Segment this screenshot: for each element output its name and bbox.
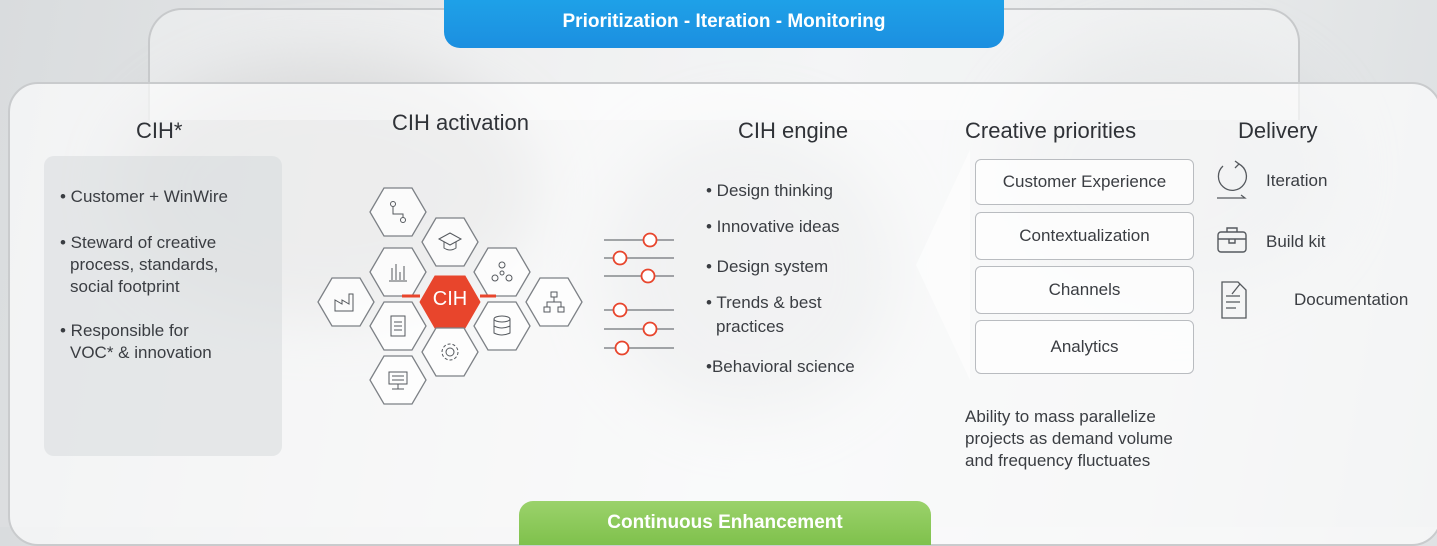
priorities-title: Creative priorities bbox=[965, 118, 1137, 143]
priorities-note-line: and frequency fluctuates bbox=[965, 451, 1151, 470]
hex-flow-icon bbox=[369, 187, 427, 237]
hex-cih-center bbox=[419, 275, 481, 329]
bottom-banner-label: Continuous Enhancement bbox=[607, 512, 843, 533]
delivery-title: Delivery bbox=[1238, 118, 1318, 143]
engine-bullet: • Trends & best bbox=[706, 293, 822, 312]
hex-database-icon bbox=[473, 301, 531, 351]
bottom-banner: Continuous Enhancement bbox=[519, 501, 931, 545]
engine-bullet: • Innovative ideas bbox=[706, 217, 840, 236]
top-banner: Prioritization - Iteration - Monitoring bbox=[444, 0, 1004, 48]
cih-bullet: • Steward of creative bbox=[60, 233, 217, 252]
hexagon-cluster bbox=[317, 187, 583, 405]
cycle-arrow-icon bbox=[1217, 160, 1248, 199]
document-edit-icon bbox=[1221, 281, 1247, 319]
cih-bullet: • Responsible for bbox=[60, 321, 189, 340]
cih-bullet: process, standards, bbox=[70, 255, 219, 274]
hex-document-icon bbox=[369, 301, 427, 351]
hex-network-icon bbox=[473, 247, 531, 297]
top-banner-label: Prioritization - Iteration - Monitoring bbox=[562, 11, 886, 32]
engine-bullet: •Behavioral science bbox=[706, 357, 855, 376]
engine-bullet: practices bbox=[716, 317, 785, 336]
priorities-note-line: projects as demand volume bbox=[965, 429, 1173, 448]
cih-bullet: social footprint bbox=[70, 277, 180, 296]
priority-item: Contextualization bbox=[975, 212, 1194, 260]
cih-panel bbox=[44, 156, 282, 456]
cih-center-label: CIH bbox=[432, 288, 468, 310]
hex-gear-icon bbox=[421, 327, 479, 377]
cih-title: CIH* bbox=[136, 118, 183, 143]
cih-bullet: VOC* & innovation bbox=[70, 343, 212, 362]
chevron-divider bbox=[916, 150, 970, 380]
slider-controls-icon bbox=[604, 232, 674, 356]
hex-bar-chart-icon bbox=[369, 247, 427, 297]
cih-bullet: • Customer + WinWire bbox=[60, 187, 228, 206]
engine-bullet: • Design system bbox=[706, 257, 829, 276]
priority-item: Customer Experience bbox=[975, 159, 1194, 205]
delivery-item-label: Documentation bbox=[1294, 290, 1409, 309]
priority-item: Analytics bbox=[975, 320, 1194, 374]
delivery-item-label: Build kit bbox=[1266, 232, 1326, 251]
hex-server-icon bbox=[369, 355, 427, 405]
priorities-note-line: Ability to mass parallelize bbox=[965, 407, 1156, 426]
engine-bullet: • Design thinking bbox=[706, 181, 833, 200]
engine-title: CIH engine bbox=[738, 118, 849, 143]
hex-graduation-icon bbox=[421, 217, 479, 267]
priority-item: Channels bbox=[975, 266, 1194, 314]
activation-title: CIH activation bbox=[392, 110, 529, 135]
hex-hierarchy-icon bbox=[525, 277, 583, 327]
hex-factory-icon bbox=[317, 277, 375, 327]
delivery-item-label: Iteration bbox=[1266, 171, 1328, 190]
briefcase-icon bbox=[1217, 227, 1247, 253]
